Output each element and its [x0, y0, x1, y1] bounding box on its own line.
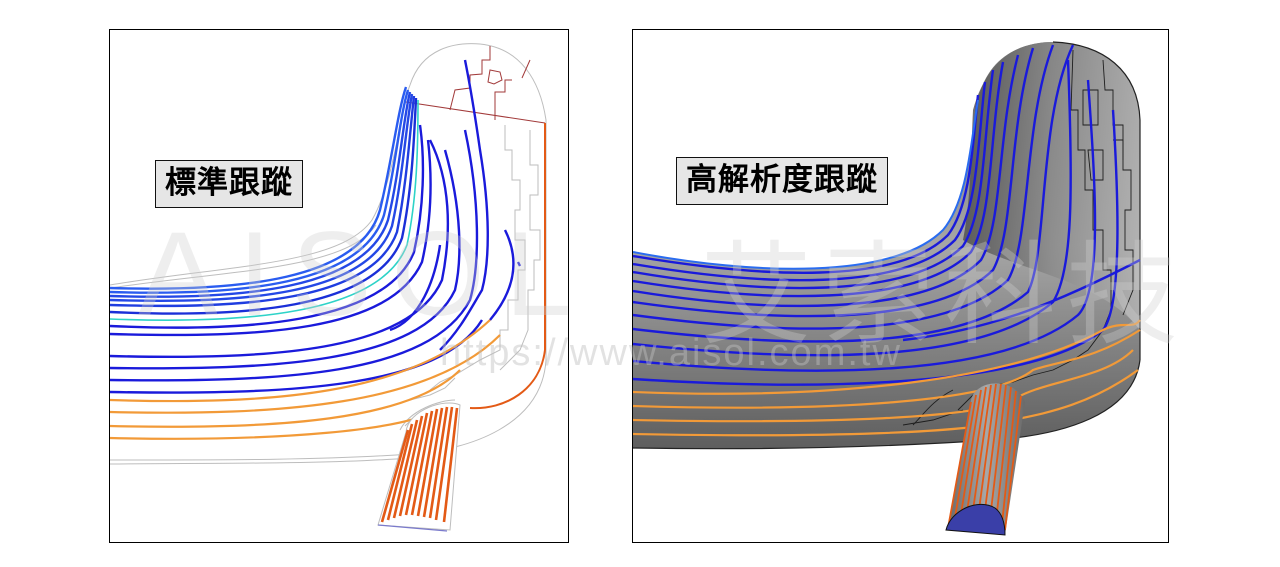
panel-high-resolution-tracking: 高解析度跟蹤: [632, 29, 1169, 543]
pipe-elbow-wireframe: [110, 43, 547, 532]
panel-label-high-resolution: 高解析度跟蹤: [676, 157, 888, 205]
panel-label-standard: 標準跟蹤: [155, 160, 303, 208]
inlet-wireframe: [377, 402, 461, 532]
panel-standard-tracking: 標準跟蹤: [109, 29, 569, 543]
pipe-elbow-shaded: [633, 41, 1141, 536]
inlet-shaded: [945, 383, 1025, 536]
